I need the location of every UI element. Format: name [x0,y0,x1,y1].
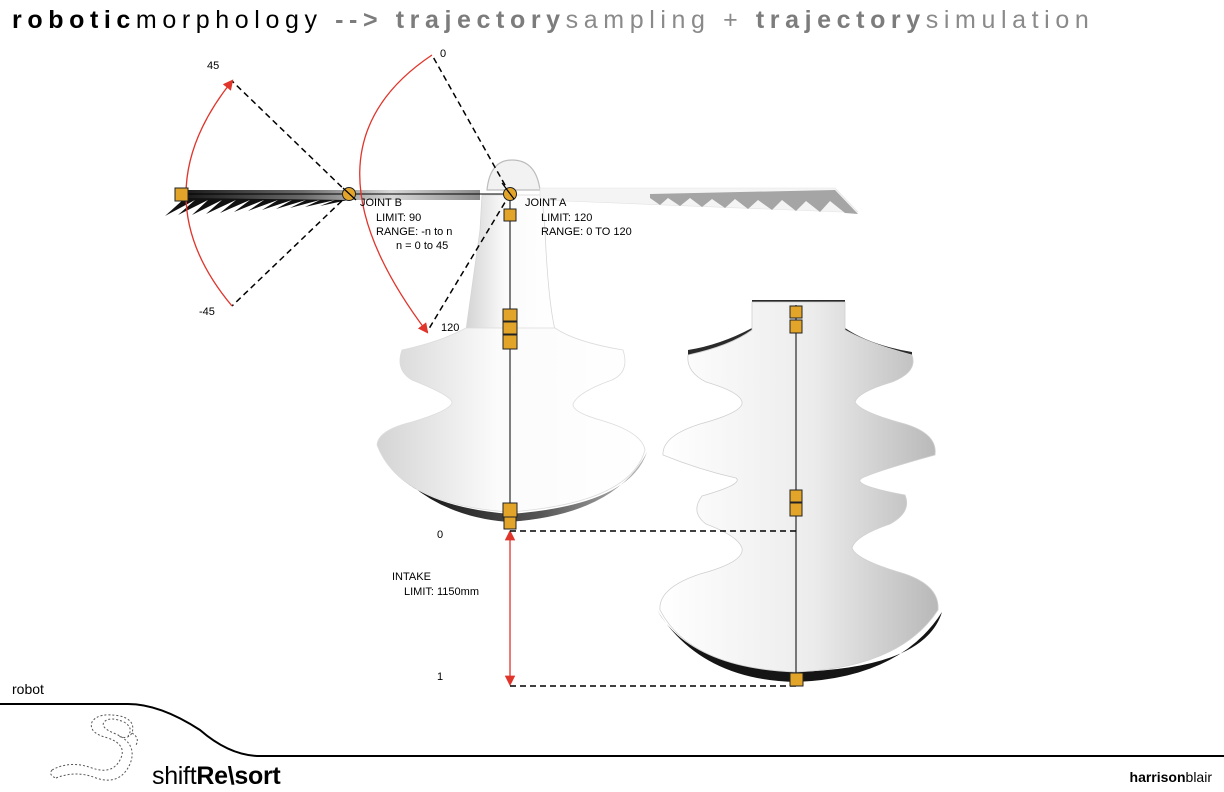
intake-label: INTAKE [392,571,431,583]
intake-range [504,529,796,687]
footer-curve [0,703,1224,757]
joint-b-range: RANGE: -n to n [376,226,453,238]
robot-rim-right [657,610,942,682]
arm-teeth-right [650,190,858,214]
node-arm-end [174,187,189,202]
joint-b-label: JOINT B [360,197,402,209]
node-base-2 [503,516,517,530]
author-reg: blair [1185,769,1212,785]
joint-a-angle-bottom: 120 [441,322,460,334]
joint-a-dash-bottom [426,193,511,333]
brand-logo: shiftRe\sort [152,762,281,791]
node-spine-3 [502,334,518,350]
title-plus: + [723,6,744,34]
node-spine-2 [502,321,518,335]
robot-head [486,159,541,191]
robot-shell-left [376,327,646,513]
brand-reg: shift [152,762,197,790]
joint-a-pointer [501,182,515,200]
joint-b-n: n = 0 to 45 [396,240,449,252]
arm-teeth-left [165,198,348,216]
joint-a-angle-top: 0 [440,48,447,60]
joint-a-arc [359,54,433,334]
joint-b-pointer [342,187,357,201]
title-arrow: --> [335,6,384,34]
intake-limit: LIMIT: 1150mm [404,586,479,598]
title-trajectory-2: trajectory [755,6,926,34]
joint-a-range: RANGE: 0 TO 120 [541,226,632,238]
brand-bold: Re\sort [196,762,281,790]
joint-b-dash-bottom [231,193,350,307]
node-base-1 [502,502,518,518]
node-right-top-1 [789,305,803,319]
snake-logo-icon [50,714,138,781]
section-label: robot [12,681,44,697]
joint-a-limit: LIMIT: 120 [541,212,593,224]
intake-value-end: 1 [437,671,444,683]
joint-a-dash-top [431,54,511,195]
robot-arm-left [165,190,512,216]
node-spine-1 [502,308,518,322]
joint-b-limit: LIMIT: 90 [376,212,422,224]
joint-b-angle-top: 45 [207,60,220,72]
author-bold: harrison [1129,769,1186,785]
title-trajectory-1: trajectory [395,6,566,34]
node-right-mid-2 [789,502,803,517]
robot-rim-left [377,445,647,522]
title-robotic: robotic [12,6,136,34]
arm-blade-left [185,190,480,200]
robot-body-left [376,159,647,522]
node-a-below [503,208,517,222]
node-right-bottom [789,672,804,687]
title-simulation: simulation [925,6,1095,34]
joint-a-range [359,54,511,334]
robot-arm-right [539,187,859,214]
node-right-top-2 [789,319,803,334]
author-name: harrisonblair [1130,769,1212,785]
page-title: roboticmorphology --> trajectorysampling… [12,6,1094,35]
node-right-mid-1 [789,489,803,503]
robot-shell-right [659,301,939,673]
intake-value-start: 0 [437,529,444,541]
joint-b-dash-top [231,80,350,195]
joint-b-angle-bottom: -45 [199,306,215,318]
title-morphology: morphology [135,6,323,34]
title-sampling: sampling [565,6,711,34]
joint-a-label: JOINT A [525,197,567,209]
